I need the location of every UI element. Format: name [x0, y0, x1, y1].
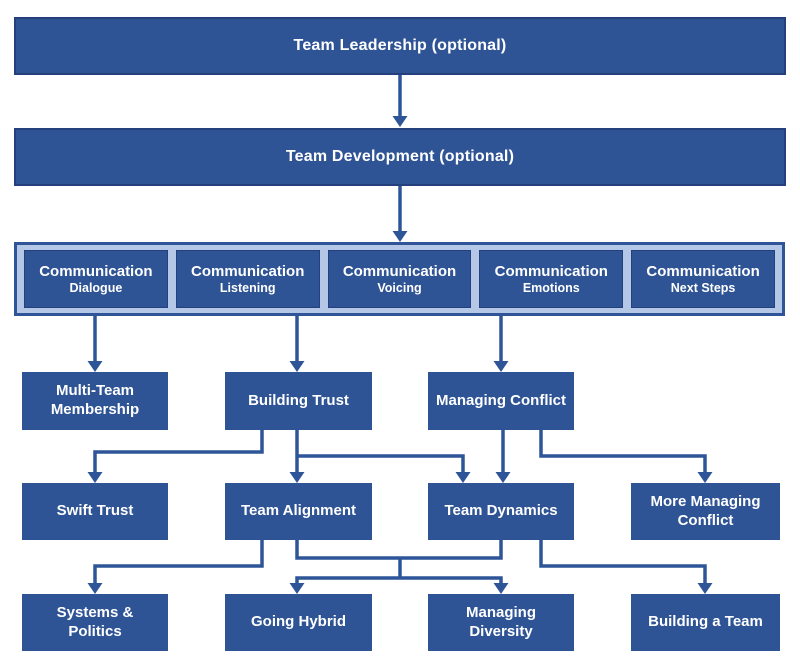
comm-subtitle: Listening — [219, 280, 276, 295]
comm-subtitle: Emotions — [522, 280, 580, 295]
node-team-leadership: Team Leadership (optional) — [14, 17, 786, 75]
node-multi-team-membership: Multi-Team Membership — [22, 372, 168, 430]
comm-title: Communication — [494, 262, 608, 280]
arrowheads — [87, 116, 713, 594]
node-team-development: Team Development (optional) — [14, 128, 786, 186]
node-managing-diversity: Managing Diversity — [428, 594, 574, 651]
node-swift-trust: Swift Trust — [22, 483, 168, 540]
connector-managingconflict-moremanaging — [539, 430, 707, 474]
comm-subtitle: Dialogue — [69, 280, 123, 295]
node-more-managing-conflict: More Managing Conflict — [631, 483, 780, 540]
node-team-dynamics: Team Dynamics — [428, 483, 574, 540]
node-communication-next-steps: Communication Next Steps — [631, 250, 775, 308]
comm-subtitle: Next Steps — [670, 280, 736, 295]
connector-buildingtrust-swifttrust — [93, 430, 264, 474]
node-managing-conflict: Managing Conflict — [428, 372, 574, 430]
node-communication-listening: Communication Listening — [175, 250, 320, 308]
node-team-alignment: Team Alignment — [225, 483, 372, 540]
comm-subtitle: Voicing — [377, 280, 422, 295]
comm-title: Communication — [342, 262, 457, 280]
node-building-a-team: Building a Team — [631, 594, 780, 651]
node-systems-politics: Systems & Politics — [22, 594, 168, 651]
node-communication-dialogue: Communication Dialogue — [24, 250, 168, 308]
connector-teamdynamics-buildingateam — [539, 540, 707, 585]
connector-alignment-dynamics-join — [295, 540, 503, 560]
connector-teamalignment-systemspolitics — [93, 540, 264, 585]
node-going-hybrid: Going Hybrid — [225, 594, 372, 651]
node-building-trust: Building Trust — [225, 372, 372, 430]
comm-title: Communication — [646, 262, 760, 280]
communication-panel: Communication Dialogue Communication Lis… — [14, 242, 785, 316]
node-communication-emotions: Communication Emotions — [479, 250, 624, 308]
connector-buildingtrust-teamdynamics — [297, 454, 465, 474]
connector-center-bar — [295, 576, 503, 585]
comm-title: Communication — [191, 262, 305, 280]
node-communication-voicing: Communication Voicing — [327, 250, 472, 308]
comm-title: Communication — [39, 262, 153, 280]
